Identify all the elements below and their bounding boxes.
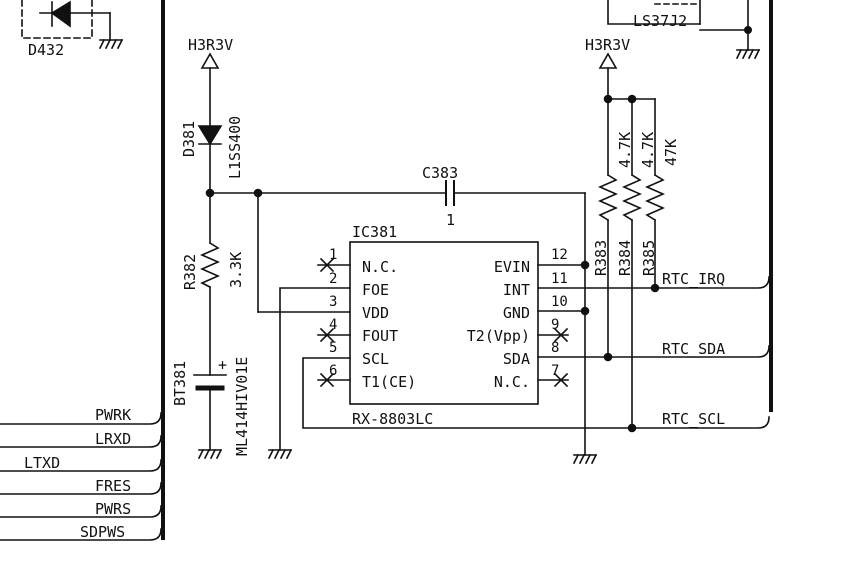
ic-pin-number: 9 — [551, 317, 559, 333]
rtc-sda-net — [607, 345, 770, 358]
ic-pin-name: SCL — [362, 350, 389, 368]
d432-label: D432 — [28, 41, 64, 59]
ic-pin-name: FOUT — [362, 327, 398, 345]
ic-pin-number: 7 — [551, 363, 559, 379]
ic-pin-name: VDD — [362, 304, 389, 322]
bus-signal-label: LTXD — [24, 454, 60, 472]
c383-label: C383 — [422, 164, 458, 182]
h3r3v-label-left: H3R3V — [188, 36, 233, 54]
bus-signal-label: LRXD — [95, 430, 131, 448]
ic-pin-name: N.C. — [494, 373, 530, 391]
rtc-irq-net — [654, 276, 770, 289]
ic-pin-number: 8 — [551, 340, 559, 356]
nc-marker-pin1 — [319, 257, 335, 273]
ic-pin-name: SDA — [503, 350, 530, 368]
ic-pin-name: GND — [503, 304, 530, 322]
ic-pin-name: T1(CE) — [362, 373, 416, 391]
ic-pin-number: 2 — [329, 271, 337, 287]
nc-marker-pin7 — [553, 372, 569, 388]
r382-resistor — [200, 241, 220, 289]
ic-pin-name: EVIN — [494, 258, 530, 276]
r385-resistor — [645, 173, 665, 222]
nc-marker-pin9 — [553, 327, 569, 343]
ic-pin-name: N.C. — [362, 258, 398, 276]
r383-resistor — [598, 173, 618, 222]
left-bus-entries — [0, 412, 162, 541]
c383-capacitor — [445, 180, 455, 206]
bt381-part-label: ML414HIV01E — [233, 357, 251, 456]
d432-diode-symbol — [21, 0, 111, 41]
bus-signal-label: SDPWS — [80, 523, 125, 541]
r384-label: R384 — [616, 240, 634, 276]
d381-label: D381 — [180, 121, 198, 157]
ic-pin-number: 12 — [551, 247, 568, 263]
r384-resistor — [622, 173, 642, 222]
r385-value: 47K — [662, 139, 680, 166]
ground-symbol-bt381 — [197, 448, 223, 460]
power-arrow-left — [200, 52, 220, 69]
ic-pin-number: 10 — [551, 294, 568, 310]
bt381-battery — [193, 374, 227, 391]
ic-pin-name: INT — [503, 281, 530, 299]
ic381-label: IC381 — [352, 223, 397, 241]
r384-value: 4.7K — [639, 132, 657, 168]
ls37j2-component — [607, 0, 752, 51]
bt381-label: BT381 — [171, 361, 189, 406]
rtc-irq-label: RTC_IRQ — [662, 270, 725, 288]
rtc-sda-label: RTC_SDA — [662, 340, 725, 358]
bus-signal-label: PWRK — [95, 406, 131, 424]
r383-label: R383 — [592, 240, 610, 276]
ic381-body — [349, 241, 539, 405]
c383-value: 1 — [446, 211, 455, 229]
nc-marker-pin4 — [319, 327, 335, 343]
ls37j2-label: LS37J2 — [633, 12, 687, 30]
r382-label: R382 — [181, 254, 199, 290]
l1ss400-label: L1SS400 — [226, 116, 244, 179]
rtc-scl-net — [631, 416, 770, 429]
r382-value: 3.3K — [227, 252, 245, 288]
ic-pin-number: 4 — [329, 317, 337, 333]
r385-label: R385 — [640, 240, 658, 276]
ic-pin-number: 5 — [329, 340, 337, 356]
rtc-scl-label: RTC_SCL — [662, 410, 725, 428]
d381-diode — [197, 125, 223, 146]
ic-pin-number: 11 — [551, 271, 568, 287]
ic-pin-number: 3 — [329, 294, 337, 310]
r383-value: 4.7K — [616, 132, 634, 168]
ic-pin-name: FOE — [362, 281, 389, 299]
ground-symbol-gnd — [572, 453, 598, 465]
h3r3v-label-right: H3R3V — [585, 36, 630, 54]
nc-marker-pin6 — [319, 372, 335, 388]
ic-part-label: RX-8803LC — [352, 410, 433, 428]
ic-pin-name: T2(Vpp) — [467, 327, 530, 345]
ground-symbol-ls37j2 — [735, 48, 761, 60]
bus-signal-label: FRES — [95, 477, 131, 495]
ic-pin-number: 6 — [329, 363, 337, 379]
ic-pin-number: 1 — [329, 247, 337, 263]
power-arrow-right — [598, 52, 618, 69]
bus-signal-label: PWRS — [95, 500, 131, 518]
ground-symbol-d432 — [98, 38, 124, 50]
ground-symbol-foe — [267, 448, 293, 460]
battery-plus-sign: + — [218, 356, 227, 374]
